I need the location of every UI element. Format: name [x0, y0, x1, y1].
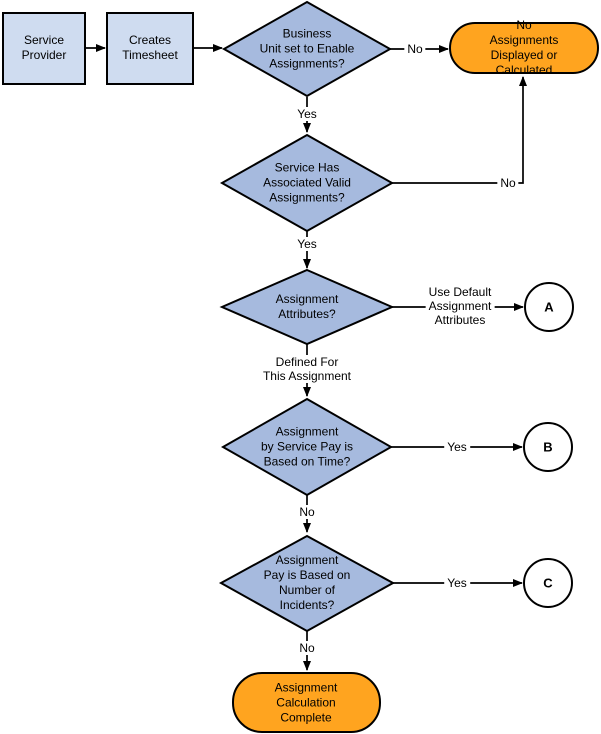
valid-assignments-no-label: No — [497, 176, 519, 190]
edge-valid-assignments-no — [392, 76, 527, 184]
business-unit-yes-label: Yes — [294, 107, 320, 121]
connector-b-label: B — [543, 439, 553, 455]
incidents-yes-label: Yes — [444, 576, 470, 590]
calculation-complete-terminal — [232, 672, 381, 733]
pay-based-on-time-diamond — [220, 397, 394, 497]
connector-circle-b — [523, 422, 573, 472]
use-default-attributes-label: Use Default Assignment Attributes — [425, 285, 495, 327]
calculation-complete-label: Assignment Calculation Complete — [274, 680, 338, 725]
valid-assignments-diamond — [219, 133, 395, 233]
pay-based-on-time-label: Assignment by Service Pay is Based on Ti… — [260, 424, 354, 469]
connector-c-label: C — [543, 575, 553, 591]
assignment-attributes-diamond — [219, 268, 395, 346]
no-assignments-label: No Assignments Displayed or Calculated — [489, 18, 559, 77]
creates-timesheet-box — [106, 12, 194, 85]
connector-circle-a — [524, 282, 574, 332]
connector-a-label: A — [544, 299, 554, 315]
pay-based-on-incidents-label: Assignment Pay is Based on Number of Inc… — [263, 553, 351, 612]
incidents-no-label: No — [296, 641, 318, 655]
no-assignments-terminal — [449, 22, 599, 74]
connector-circle-c — [523, 558, 573, 608]
business-unit-no-label: No — [404, 42, 426, 56]
valid-assignments-yes-label: Yes — [294, 237, 320, 251]
creates-timesheet-label: Creates Timesheet — [122, 33, 178, 62]
time-no-label: No — [296, 505, 318, 519]
pay-based-on-incidents-diamond — [218, 534, 396, 633]
service-provider-label: Service Provider — [21, 33, 67, 62]
defined-for-assignment-label: Defined For This Assignment — [259, 355, 355, 383]
valid-assignments-label: Service Has Associated Valid Assignments… — [263, 160, 351, 205]
business-unit-label: Business Unit set to Enable Assignments? — [259, 26, 355, 71]
business-unit-diamond — [221, 0, 393, 98]
service-provider-box — [2, 12, 86, 85]
time-yes-label: Yes — [444, 440, 470, 454]
assignment-attributes-label: Assignment Attributes? — [275, 292, 339, 321]
